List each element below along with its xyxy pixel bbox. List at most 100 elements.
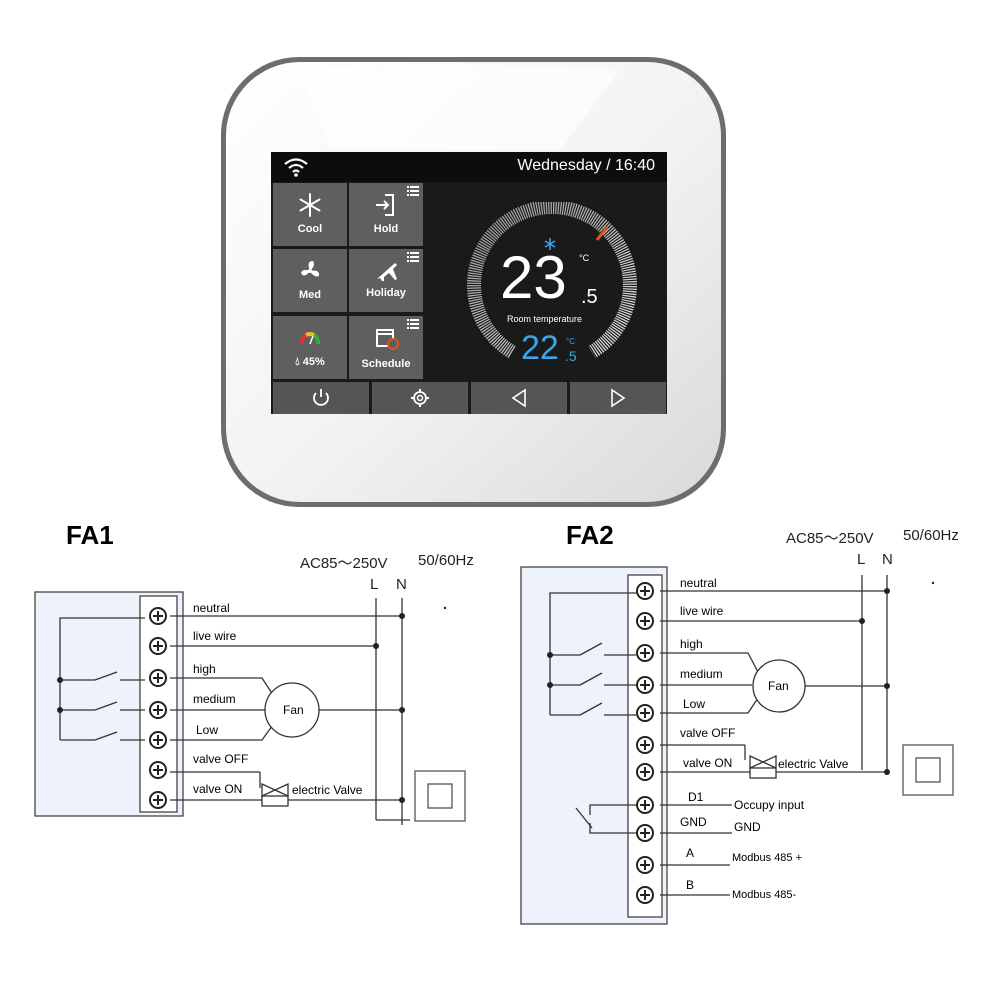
tile-label: Med: [299, 289, 321, 301]
fa2-terminal-label: GND: [680, 815, 707, 829]
tile-label: Schedule: [361, 358, 411, 370]
gear-icon: [411, 389, 429, 407]
terminal-screw-icon: [636, 796, 654, 814]
fa2-supply: AC85～250V: [786, 530, 874, 547]
power-icon: [313, 389, 329, 406]
terminal-screw-icon: [149, 607, 167, 625]
temperature-dial[interactable]: [467, 202, 637, 372]
fa1-terminal-label: high: [193, 662, 216, 676]
room-temperature-unit: °C: [579, 253, 590, 263]
terminal-screw-icon: [636, 582, 654, 600]
fa2-thermostat-symbol: [902, 744, 954, 796]
fa2-valve-label: electric Valve: [778, 757, 849, 771]
calendar-clock-icon: [376, 329, 399, 350]
fa2-occupy-label: Occupy input: [734, 798, 805, 812]
fa2-terminal-label: Low: [683, 697, 706, 711]
fa1-thermostat-symbol: [414, 770, 466, 822]
fa2-terminal-label: high: [680, 637, 703, 651]
list-icon[interactable]: [407, 186, 419, 196]
terminal-screw-icon: [636, 824, 654, 842]
tile-schedule[interactable]: Schedule: [349, 316, 423, 379]
tile-label: Cool: [297, 223, 323, 235]
fa2-modbus-plus-label: Modbus 485 +: [732, 852, 803, 864]
tile-cool[interactable]: Cool: [273, 183, 347, 246]
fa1-terminal-label: Low: [196, 723, 219, 737]
snowflake-icon: [544, 238, 556, 250]
fa2-modbus-minus-label: Modbus 485-: [732, 889, 797, 901]
room-temperature-decimal: .5: [581, 286, 598, 308]
airplane-icon: [377, 263, 397, 281]
fa2-terminal-label: valve OFF: [680, 726, 736, 740]
fa1-title: FA1: [66, 520, 114, 550]
terminal-screw-icon: [636, 736, 654, 754]
fa2-terminal-label: B: [686, 878, 695, 892]
fa2-L: L: [857, 551, 866, 568]
fa2-terminal-label: valve ON: [683, 756, 733, 770]
humidity-gauge-icon: [299, 332, 321, 345]
fa2-fan-label: Fan: [768, 679, 789, 693]
terminal-screw-icon: [149, 637, 167, 655]
room-temperature: 23: [500, 244, 567, 311]
fa2-terminal-label: D1: [688, 790, 704, 804]
terminal-screw-icon: [149, 761, 167, 779]
terminal-screw-icon: [636, 676, 654, 694]
fa1-terminal-label: neutral: [193, 601, 230, 615]
triangle-right-icon: [611, 388, 626, 408]
thermostat-screen: Wednesday / 16:40 Cool Hold: [271, 152, 667, 414]
power-button[interactable]: [273, 382, 369, 414]
fa2-terminal-label: A: [686, 846, 695, 860]
tile-label: Hold: [373, 223, 399, 235]
terminal-screw-icon: [636, 612, 654, 630]
tile-label: 💧︎ 45%: [273, 356, 347, 369]
fa1-valve-label: electric Valve: [292, 783, 363, 797]
fa1-terminal-label: valve OFF: [193, 752, 249, 766]
decrease-button[interactable]: [471, 382, 567, 414]
humidity-value: 45%: [302, 356, 325, 368]
terminal-screw-icon: [149, 731, 167, 749]
fa1-supply: AC85～250V: [300, 555, 388, 572]
tile-humidity: 💧︎ 45%: [273, 316, 347, 379]
fa2-terminal-label: neutral: [680, 576, 717, 590]
terminal-screw-icon: [149, 791, 167, 809]
water-drop-icon: 💧︎: [295, 356, 300, 368]
fa1-terminal-label: valve ON: [193, 782, 243, 796]
hold-enter-icon: [376, 194, 394, 216]
terminal-screw-icon: [636, 886, 654, 904]
increase-button[interactable]: [570, 382, 666, 414]
fa1-terminal-label: live wire: [193, 629, 237, 643]
fa1-N: N: [396, 576, 407, 593]
status-bar: Wednesday / 16:40: [271, 152, 667, 182]
wifi-icon: [284, 158, 308, 177]
tile-fan-speed[interactable]: Med: [273, 249, 347, 312]
fa2-terminal-label: live wire: [680, 604, 724, 618]
tile-holiday[interactable]: Holiday: [349, 249, 423, 312]
set-temperature-unit: °C: [566, 337, 575, 346]
fa1-terminal-label: medium: [193, 692, 236, 706]
fa2-gnd-label: GND: [734, 820, 761, 834]
snowflake-icon: [299, 193, 321, 217]
fa1-L: L: [370, 576, 379, 593]
terminal-screw-icon: [636, 856, 654, 874]
fa2-frequency: 50/60Hz: [903, 527, 959, 544]
fa2-N: N: [882, 551, 893, 568]
triangle-left-icon: [511, 388, 526, 408]
tile-hold[interactable]: Hold: [349, 183, 423, 246]
tile-label: Holiday: [366, 287, 406, 299]
settings-button[interactable]: [372, 382, 468, 414]
terminal-screw-icon: [636, 644, 654, 662]
set-temperature-decimal: .5: [565, 348, 577, 364]
fa1-frequency: 50/60Hz: [418, 552, 474, 569]
fa2-terminal-label: medium: [680, 667, 723, 681]
terminal-screw-icon: [149, 701, 167, 719]
fan-icon: [301, 261, 320, 277]
set-temperature: 22: [521, 329, 559, 367]
fa2-title: FA2: [566, 520, 614, 550]
room-temperature-label: Room temperature: [507, 314, 583, 324]
list-icon[interactable]: [407, 319, 419, 329]
setpoint-indicator: [595, 226, 609, 241]
list-icon[interactable]: [407, 252, 419, 262]
date-time: Wednesday / 16:40: [517, 157, 655, 174]
terminal-screw-icon: [149, 669, 167, 687]
terminal-screw-icon: [636, 704, 654, 722]
